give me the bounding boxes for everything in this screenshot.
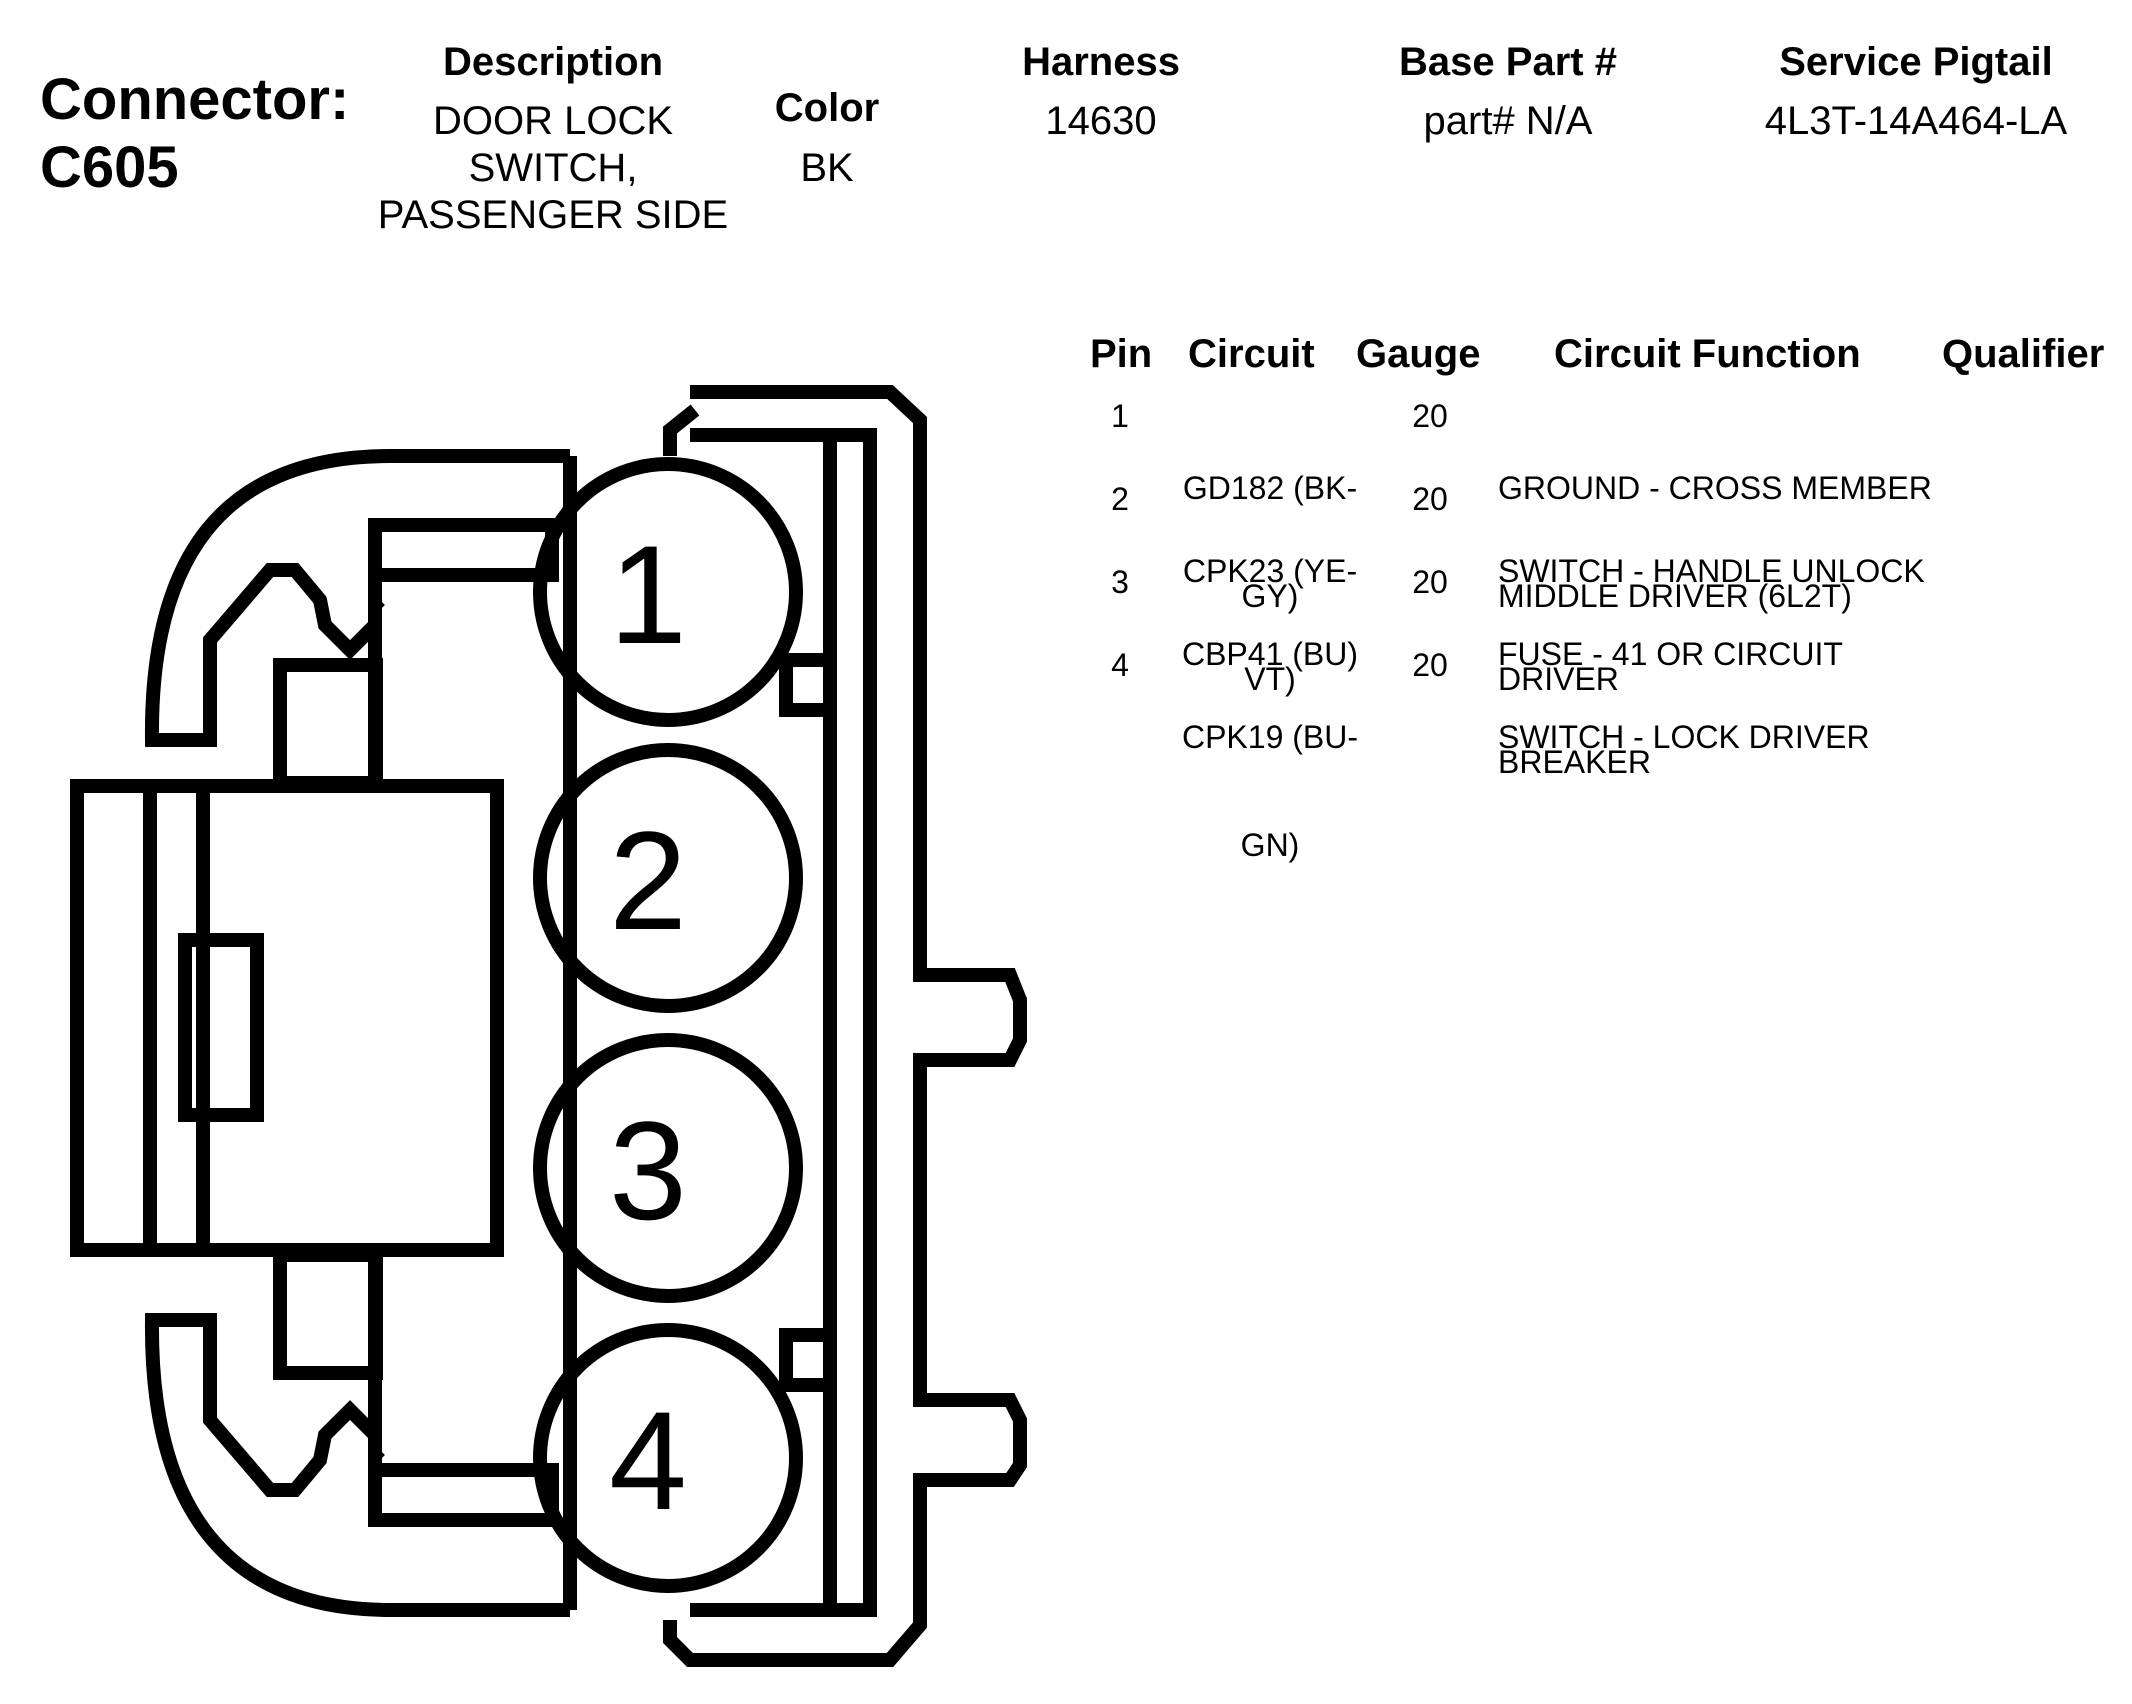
bottom-tab-cap (368, 1463, 559, 1527)
gauge-cell: 20 (1412, 398, 1448, 434)
keying-notch-bottom (779, 1328, 837, 1392)
pin-circle-3 (533, 1033, 803, 1303)
circuit-cell: CPK19 (BU- GN) (1170, 647, 1370, 935)
function-cell: SWITCH - HANDLE UNLOCK DRIVER (1498, 481, 1925, 769)
circuit-line: VT) (1244, 661, 1296, 697)
connector-face-diagram (70, 385, 1027, 1667)
pin-circle-1 (533, 457, 803, 727)
pin-number-1: 1 (609, 516, 687, 673)
column-header-circuit: Circuit (1188, 332, 1315, 376)
gauge-cell: 20 (1412, 647, 1448, 683)
top-tab (273, 658, 383, 790)
circuit-line: CBP41 (BU) (1181, 636, 1359, 672)
function-line: FUSE - 41 OR CIRCUIT (1498, 636, 1843, 672)
description-line: SWITCH, (468, 146, 638, 190)
connector-id: C605 (40, 135, 179, 200)
housing-body-block (70, 779, 504, 1257)
top-tab-cap (368, 518, 559, 582)
harness-header: Harness (1022, 40, 1180, 84)
description-value: DOOR LOCK SWITCH, PASSENGER SIDE (353, 98, 753, 239)
function-cell: FUSE - 41 OR CIRCUIT BREAKER (1498, 564, 1843, 852)
pin-cell: 3 (1111, 564, 1129, 600)
base-part-header: Base Part # (1399, 40, 1617, 84)
pin-number-2: 2 (609, 802, 687, 959)
circuit-line: CPK19 (BU- (1181, 719, 1359, 755)
circuit-line: CPK23 (YE- (1182, 553, 1358, 589)
description-line: PASSENGER SIDE (377, 193, 729, 237)
service-pigtail-header: Service Pigtail (1779, 40, 2053, 84)
pin-number-3: 3 (609, 1092, 687, 1249)
description-line: DOOR LOCK (432, 99, 674, 143)
pin-circle-2 (533, 743, 803, 1013)
circuit-cell: CBP41 (BU) (1170, 564, 1370, 744)
pin-circle-4 (533, 1323, 803, 1593)
column-header-circuit-function: Circuit Function (1554, 332, 1861, 376)
pin-cell: 1 (1111, 398, 1129, 434)
housing-lower-lobe (144, 1313, 570, 1617)
circuit-cell: GD182 (BK- GY) (1170, 398, 1370, 686)
service-pigtail-value: 4L3T-14A464-LA (1764, 99, 2068, 143)
pin-cell: 2 (1111, 481, 1129, 517)
pin-cell: 4 (1111, 647, 1129, 683)
connector-label: Connector: (40, 67, 350, 132)
column-header-qualifier: Qualifier (1942, 332, 2105, 376)
circuit-cell: CPK23 (YE- VT) (1170, 481, 1370, 769)
description-header: Description (442, 40, 664, 84)
circuit-line: GY) (1241, 578, 1299, 614)
color-header: Color (774, 86, 880, 130)
right-rail-inner (663, 404, 877, 1617)
function-line: MIDDLE DRIVER (6L2T) (1498, 578, 1852, 614)
keying-notch-top (779, 653, 837, 717)
harness-value: 14630 (1045, 99, 1157, 143)
function-line: BREAKER (1498, 744, 1651, 780)
column-header-gauge: Gauge (1356, 332, 1481, 376)
bottom-tab (273, 1248, 383, 1380)
function-line: SWITCH - LOCK DRIVER (1498, 719, 1870, 755)
connector-title: Connector: C605 (40, 66, 349, 202)
pin-number-4: 4 (609, 1382, 687, 1539)
base-part-value: part# N/A (1423, 99, 1593, 143)
function-line: GROUND - CROSS MEMBER (1498, 470, 1932, 506)
housing-upper-lobe (144, 449, 570, 747)
column-header-pin: Pin (1090, 332, 1153, 376)
circuit-line: GN) (1240, 827, 1300, 863)
function-cell: GROUND - CROSS MEMBER MIDDLE DRIVER (6L2… (1498, 398, 1932, 686)
circuit-line: GD182 (BK- (1182, 470, 1358, 506)
right-rail-outer (663, 385, 1027, 1667)
gauge-cell: 20 (1412, 564, 1448, 600)
gauge-cell: 20 (1412, 481, 1448, 517)
function-line: DRIVER (1498, 661, 1619, 697)
latch-slot (178, 933, 264, 1122)
color-value: BK (800, 146, 854, 190)
function-line: SWITCH - HANDLE UNLOCK (1498, 553, 1925, 589)
function-cell: SWITCH - LOCK DRIVER (1498, 647, 1870, 827)
